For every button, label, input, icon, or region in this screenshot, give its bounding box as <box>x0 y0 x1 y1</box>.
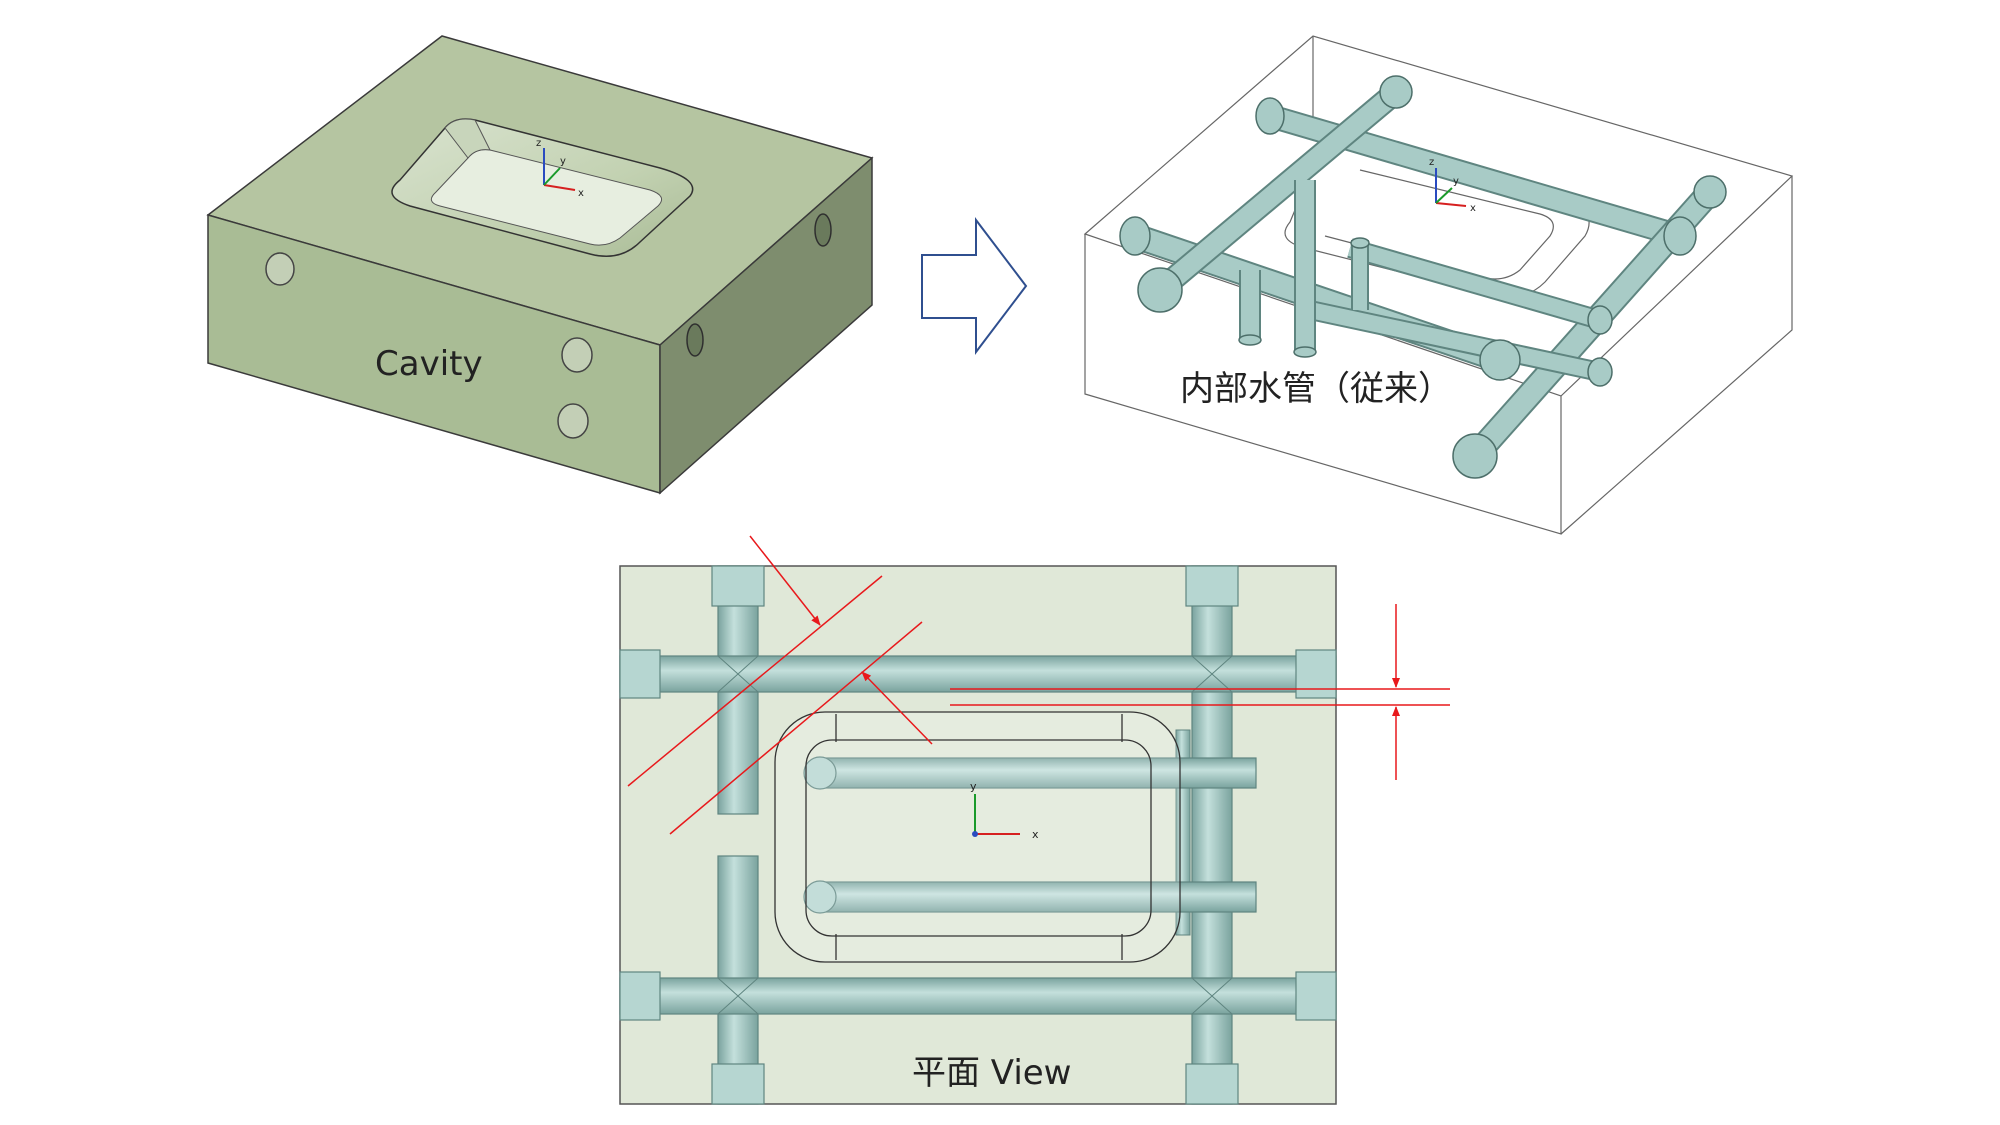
cavity-label: Cavity <box>375 344 483 384</box>
plan-dimensions <box>627 535 1450 835</box>
cavity-axis-x: x <box>578 188 584 199</box>
internal-label: 内部水管（従来） <box>1180 369 1452 409</box>
internal-pipes-view: z x y 内部水管（従来） <box>1083 35 1794 535</box>
internal-axis-y: y <box>1453 176 1459 187</box>
cavity-hole <box>557 403 589 439</box>
plan-axis-y: y <box>970 780 977 793</box>
internal-axis-triad: z x y <box>1429 157 1476 214</box>
cavity-hole <box>814 213 832 247</box>
plan-pipe-caps <box>619 565 1337 1105</box>
plan-axis-triad: y x <box>970 780 1039 841</box>
cavity-pocket-wall <box>444 118 491 159</box>
internal-axis-x: x <box>1470 203 1476 214</box>
cavity-axis-z: z <box>536 138 541 149</box>
cavity-block: z x y Cavity <box>206 35 874 495</box>
cavity-hole <box>561 337 593 373</box>
cavity-hole <box>686 323 704 357</box>
dimension-diagonal-line <box>627 575 883 787</box>
cavity-hole <box>265 252 295 286</box>
plan-view: y x 平面 View <box>619 535 1450 1105</box>
wireframe-box <box>1083 35 1794 535</box>
plan-axis-x: x <box>1032 828 1039 841</box>
dimension-leader-arrow <box>749 535 821 626</box>
internal-axis-z: z <box>1429 157 1434 168</box>
plan-cavity-outline <box>774 711 1181 963</box>
cavity-axis-triad: z x y <box>536 138 584 199</box>
cavity-axis-y: y <box>560 156 566 167</box>
plan-label: 平面 View <box>912 1053 1072 1093</box>
dimension-diagonal-line <box>669 621 923 835</box>
dimension-leader-arrow <box>861 671 933 745</box>
transform-arrow <box>921 217 1028 355</box>
pipe-end-caps <box>1119 75 1727 479</box>
plan-pipe-crossings <box>717 655 1233 1015</box>
